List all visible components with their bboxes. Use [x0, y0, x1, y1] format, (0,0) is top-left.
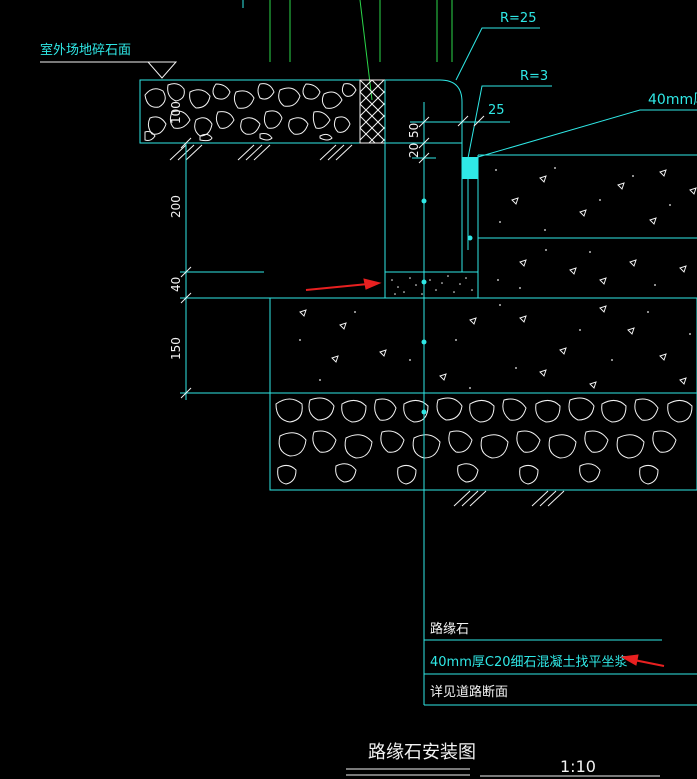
- drawing-title: 路缘石安装图: [368, 742, 476, 763]
- surface-dots: [495, 167, 671, 289]
- red-arrow-legend: [620, 654, 665, 667]
- radius-annotations: R=25 R=3 25: [455, 11, 552, 159]
- legend-item-curb: 路缘石: [430, 621, 469, 637]
- svg-text:100: 100: [169, 101, 183, 124]
- svg-text:40: 40: [169, 277, 183, 292]
- svg-text:200: 200: [169, 195, 183, 218]
- ground-hatch-left: [169, 144, 353, 161]
- top-green-lines: [242, 0, 453, 101]
- svg-text:R=25: R=25: [500, 11, 536, 26]
- svg-text:R=3: R=3: [520, 69, 548, 84]
- outdoor-paving-label: 室外场地碎石面: [40, 42, 178, 79]
- left-dimension-chain: 200 40 150 100: [169, 101, 270, 400]
- svg-text:20: 20: [407, 143, 421, 158]
- surface-aggregate: [511, 169, 697, 285]
- legend-item-mortar: 40mm厚C20细石混凝土找平坐浆: [430, 654, 628, 670]
- center-axis: [421, 165, 427, 705]
- svg-text:25: 25: [488, 103, 505, 118]
- bedding-dots: [391, 275, 473, 295]
- red-arrow-bedding: [305, 278, 382, 291]
- road-surface-layers: [478, 154, 697, 299]
- curb-stone: [384, 79, 479, 298]
- curb-top-edge-fill: [462, 157, 478, 179]
- outdoor-paving-block: [139, 79, 386, 161]
- base-concrete-layer: [269, 297, 697, 394]
- curb-dimension-chain: 50 20: [407, 102, 510, 165]
- legend-item-road-ref: 详见道路断面: [430, 684, 508, 700]
- paving-rubble: [144, 83, 357, 142]
- mortar-callout-top: 40mm厚: [477, 92, 697, 158]
- svg-text:室外场地碎石面: 室外场地碎石面: [40, 42, 131, 58]
- svg-text:150: 150: [169, 337, 183, 360]
- svg-text:50: 50: [407, 123, 421, 138]
- title-block: 路缘石安装图 1:10: [346, 742, 660, 777]
- joint-hatch: [359, 79, 386, 144]
- ground-hatch-bottom: [453, 490, 565, 507]
- drawing-scale: 1:10: [560, 757, 596, 776]
- layer-legend: 路缘石 40mm厚C20细石混凝土找平坐浆 详见道路断面: [424, 621, 697, 706]
- curb-bedding: [384, 271, 479, 299]
- rubble-sub-base: [269, 392, 697, 507]
- svg-text:40mm厚: 40mm厚: [648, 92, 697, 108]
